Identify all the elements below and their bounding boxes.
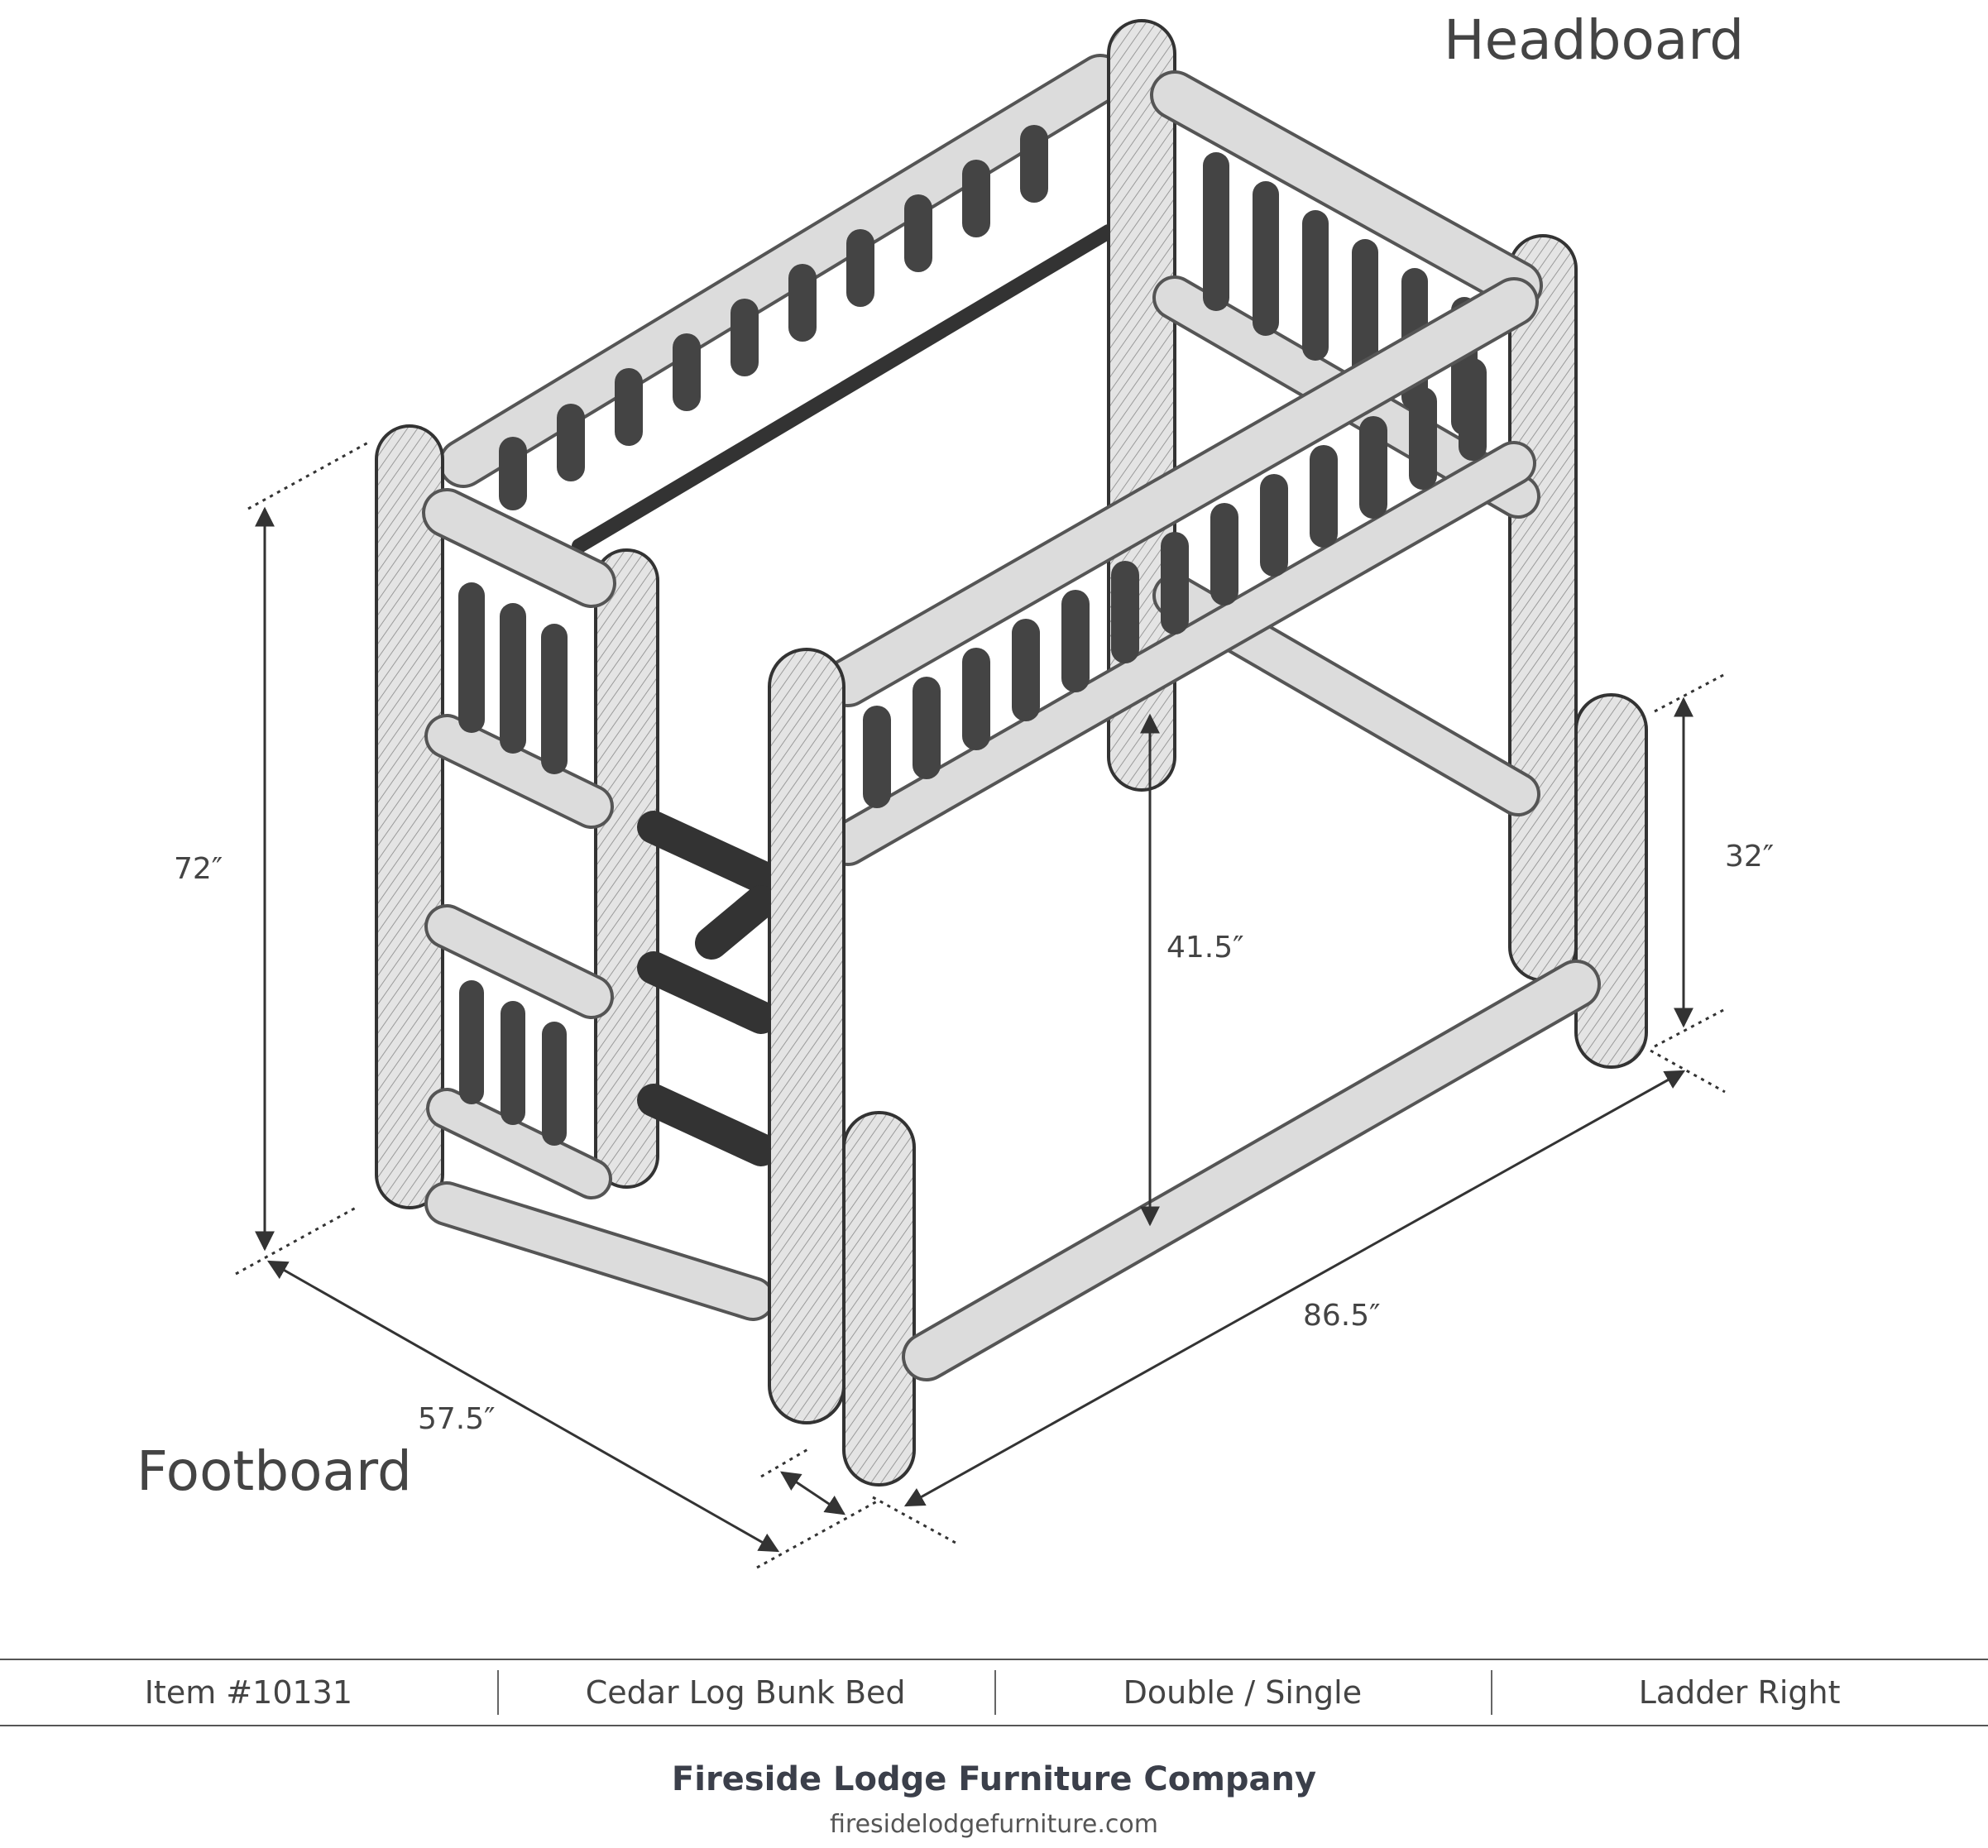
footboard-lower-spindles — [459, 980, 567, 1146]
footboard-upper-spindles — [458, 582, 568, 774]
headboard-short-post-front — [1574, 693, 1648, 1069]
footboard-label: Footboard — [137, 1439, 412, 1503]
headboard-post-right — [1508, 234, 1578, 982]
back-slat-rail — [572, 224, 1116, 553]
footboard-short-post-front — [842, 1111, 916, 1487]
footboard-post-front — [768, 648, 845, 1424]
foot-dim-line — [780, 1471, 845, 1515]
ladder-post — [594, 548, 659, 1189]
back-spindles — [499, 125, 1048, 510]
company-name: Fireside Lodge Furniture Company — [671, 1760, 1317, 1798]
ladder-side: Ladder Right — [1491, 1660, 1988, 1725]
height-dimension: 72″ — [174, 852, 223, 886]
bunk-bed-drawing — [235, 19, 1726, 1569]
product-name: Cedar Log Bunk Bed — [496, 1660, 994, 1725]
width-dim-line — [266, 1260, 780, 1553]
bed-size: Double / Single — [994, 1660, 1492, 1725]
footboard-post-back — [375, 424, 444, 1209]
footboard-height-dimension: 32″ — [1725, 840, 1775, 874]
item-number: Item #10131 — [144, 1674, 353, 1711]
clearance-dimension: 41.5″ — [1166, 931, 1244, 965]
front-spindles — [863, 358, 1487, 808]
length-dimension: 86.5″ — [1303, 1299, 1381, 1333]
width-dimension: 57.5″ — [418, 1402, 496, 1436]
ladder-rungs — [637, 811, 778, 1166]
headboard-label: Headboard — [1444, 8, 1745, 72]
length-dim-line — [903, 1070, 1686, 1507]
company-website: firesidelodgefurniture.com — [830, 1810, 1158, 1839]
product-info-bar: Item #10131 Cedar Log Bunk Bed Double / … — [0, 1659, 1988, 1726]
